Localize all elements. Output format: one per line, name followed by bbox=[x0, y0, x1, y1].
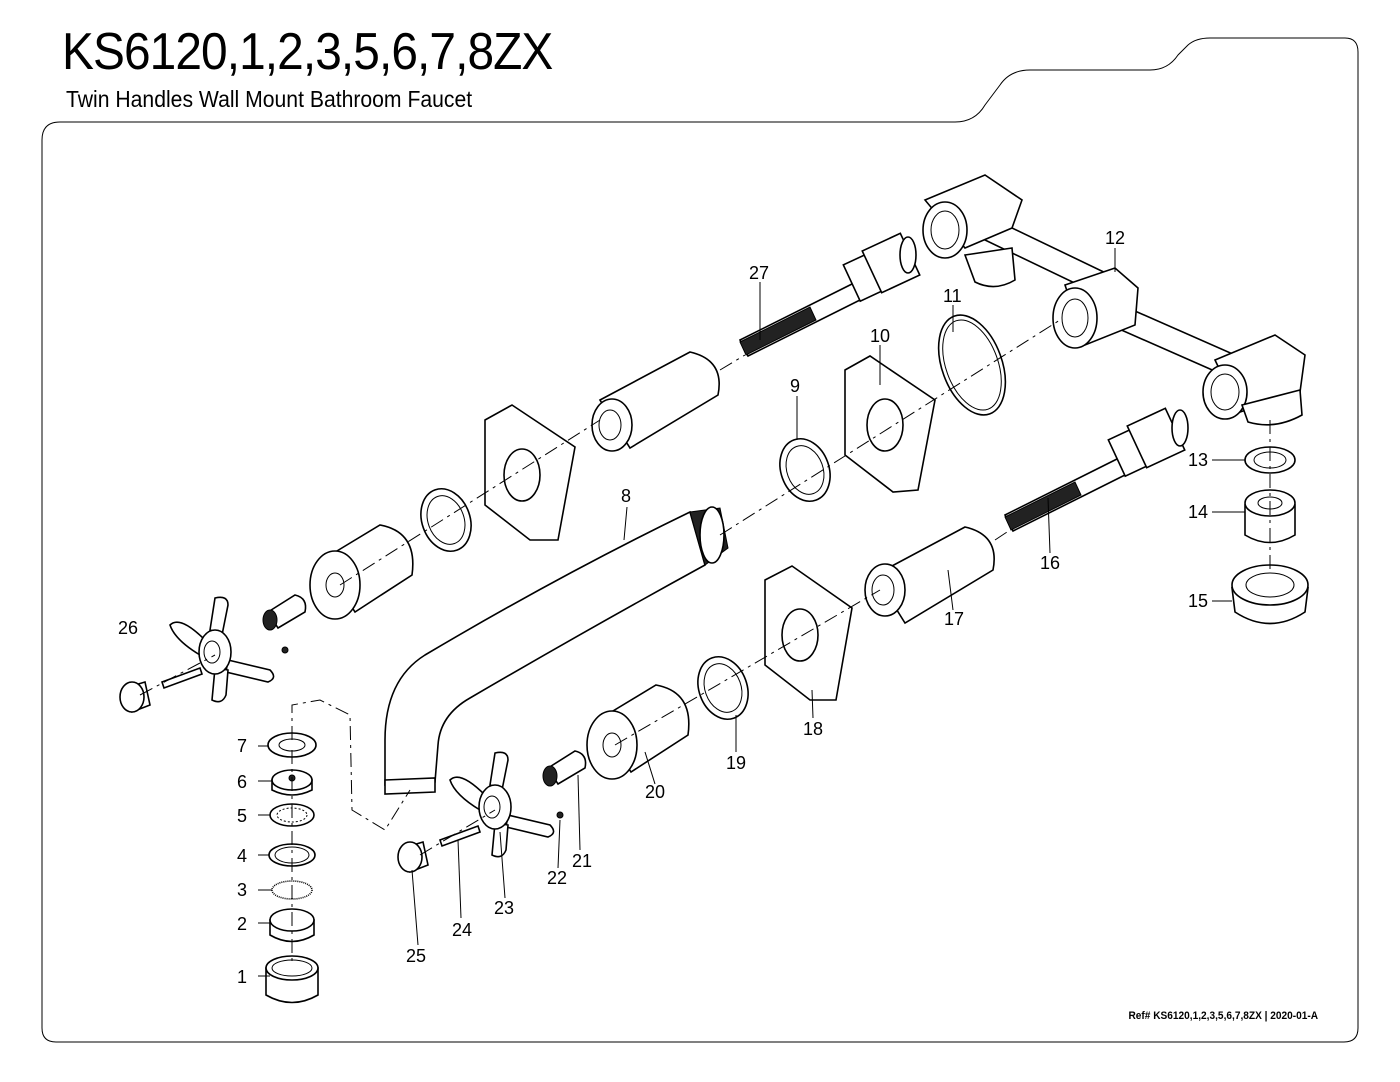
callout-8: 8 bbox=[621, 486, 631, 506]
sleeve-upper-part bbox=[591, 351, 720, 452]
flange-10-part bbox=[844, 355, 936, 493]
callout-3: 3 bbox=[237, 880, 247, 900]
page-subtitle: Twin Handles Wall Mount Bathroom Faucet bbox=[66, 86, 473, 112]
callout-27: 27 bbox=[749, 263, 769, 283]
washer-9-part bbox=[779, 438, 831, 502]
cross-handle-23-part bbox=[449, 751, 555, 858]
set-screw-22-part bbox=[556, 811, 564, 819]
callout-21: 21 bbox=[572, 851, 592, 871]
nut-15-part bbox=[1231, 564, 1309, 625]
cartridge-adapter-21-part bbox=[542, 750, 587, 787]
handle-base-upper-part bbox=[309, 524, 414, 620]
cartridge-16-part bbox=[1003, 407, 1189, 533]
screw-24-part bbox=[438, 824, 482, 848]
flange-upper-left-part bbox=[484, 404, 576, 541]
callout-17: 17 bbox=[944, 609, 964, 629]
callout-5: 5 bbox=[237, 806, 247, 826]
callout-1: 1 bbox=[237, 967, 247, 987]
assembly-centerlines bbox=[139, 319, 1271, 965]
callout-25: 25 bbox=[406, 946, 426, 966]
callout-10: 10 bbox=[870, 326, 890, 346]
callout-2: 2 bbox=[237, 914, 247, 934]
sleeve-17-part bbox=[864, 526, 995, 625]
callout-19: 19 bbox=[726, 753, 746, 773]
cross-handle-26-part bbox=[169, 596, 275, 703]
flange-18-part bbox=[764, 565, 853, 701]
spout-8-part bbox=[384, 506, 729, 795]
callout-20: 20 bbox=[645, 782, 665, 802]
callout-24: 24 bbox=[452, 920, 472, 940]
reference-note: Ref# KS6120,1,2,3,5,6,7,8ZX | 2020-01-A bbox=[1128, 1010, 1318, 1022]
handle-base-20-part bbox=[586, 684, 690, 780]
set-screw-left-part bbox=[281, 646, 289, 654]
callout-26: 26 bbox=[118, 618, 138, 638]
callout-11: 11 bbox=[943, 286, 962, 306]
callout-15: 15 bbox=[1188, 591, 1208, 611]
callout-23: 23 bbox=[494, 898, 514, 918]
callout-14: 14 bbox=[1188, 502, 1208, 522]
callout-7: 7 bbox=[237, 736, 247, 756]
button-cap-25-part bbox=[397, 840, 429, 874]
page-title: KS6120,1,2,3,5,6,7,8ZX bbox=[62, 23, 553, 81]
callout-9: 9 bbox=[790, 376, 800, 396]
callout-18: 18 bbox=[803, 719, 823, 739]
frame-border bbox=[41, 37, 1359, 1043]
callout-labels: 1 2 3 4 5 6 7 8 9 10 11 12 13 14 15 16 1… bbox=[118, 228, 1208, 987]
valve-body-part bbox=[922, 174, 1306, 426]
callout-4: 4 bbox=[237, 846, 247, 866]
washer-upper-left-part bbox=[420, 488, 472, 552]
callout-6: 6 bbox=[237, 772, 247, 792]
cartridge-27-part bbox=[738, 232, 921, 358]
button-cap-left-part bbox=[119, 680, 151, 714]
cartridge-adapter-left-part bbox=[262, 594, 307, 631]
screw-left-part bbox=[160, 666, 204, 690]
leader-lines bbox=[258, 248, 1245, 977]
callout-12: 12 bbox=[1105, 228, 1125, 248]
callout-16: 16 bbox=[1040, 553, 1060, 573]
callout-22: 22 bbox=[547, 868, 567, 888]
callout-13: 13 bbox=[1188, 450, 1208, 470]
washer-19-part bbox=[697, 656, 749, 720]
